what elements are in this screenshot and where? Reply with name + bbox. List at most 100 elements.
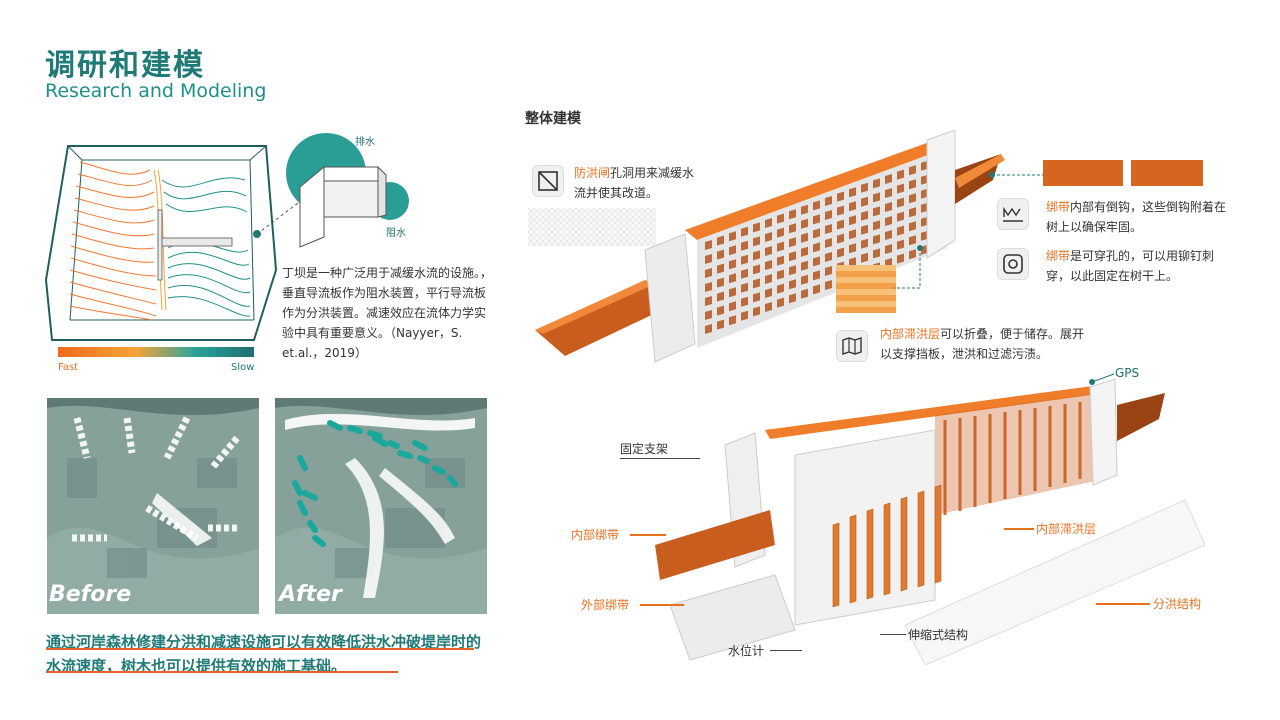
grid-hole [885,174,892,184]
page-subtitle: Research and Modeling [45,80,267,102]
grid-hole [813,284,820,295]
strap-sample-2 [1131,160,1203,186]
grid-hole [753,264,760,275]
grid-hole [885,230,892,240]
gate-icon [532,165,564,197]
grid-hole [801,218,808,229]
speed-legend-bar [58,347,254,357]
outer-strap-leader [640,604,684,606]
modeling-section-title: 整体建模 [525,111,581,127]
grid-hole [717,235,724,246]
fold-map-icon [836,330,868,362]
grid-hole [861,182,868,193]
grid-hole [909,249,916,260]
grid-hole [705,324,712,334]
grid-hole [813,200,820,211]
detention-connector [894,245,923,289]
inner-strap-label: 内部绑带 [571,528,620,542]
strap-sample-1 [1043,160,1123,186]
grid-hole [789,265,796,276]
grid-hole [741,268,748,279]
grid-hole [885,216,892,226]
inner-strap-leader [630,534,666,536]
grid-hole [849,257,856,268]
grid-hole [861,196,868,207]
grid-hole [897,253,904,264]
grid-hole [921,160,928,171]
note-rivet: 绑带是可穿孔的，可以用铆钉刺穿，以此固定在树干上。 [1046,246,1236,286]
diversion-label: 分洪结构 [1153,597,1202,611]
grid-hole [897,211,904,222]
grid-hole [909,165,916,176]
grid-hole [921,174,928,185]
grid-hole [813,228,820,239]
grid-hole [837,205,844,216]
grid-hole [909,193,916,204]
assembled-model-render [535,130,1005,363]
grid-hole [861,238,868,249]
grid-hole [729,245,736,256]
grid-hole [741,226,748,237]
grid-hole [789,251,796,262]
grid-hole [765,288,772,298]
map-before: Before [47,398,259,614]
strap-gap [1123,160,1131,186]
grid-hole [705,240,712,250]
grid-hole [765,246,772,256]
grid-hole [849,187,856,198]
fixed-bracket-leader [620,458,700,459]
grid-hole [873,234,880,245]
grid-hole [741,282,748,293]
grid-hole [705,282,712,292]
grid-hole [729,231,736,242]
grid-hole [909,179,916,190]
caption-underline-1 [46,648,474,650]
after-label: After [279,582,342,607]
grid-hole [861,224,868,235]
note-detention-text: 可以折叠，便于储存。展开以支撑挡板，泄洪和过滤污渍。 [880,327,1085,361]
grid-hole [717,305,724,316]
telescopic-leader [880,634,906,635]
grid-hole [921,230,928,241]
grid-hole [729,259,736,270]
grid-hole [741,240,748,251]
grid-hole [789,293,796,304]
grid-hole [765,274,772,284]
grid-hole [909,235,916,246]
grid-hole [873,178,880,189]
telescopic-label: 伸缩式结构 [908,628,969,642]
grid-hole [753,278,760,289]
grid-hole [729,287,736,298]
grid-hole [873,206,880,217]
map-after: After [275,398,487,614]
exploded-model-render [655,378,1206,665]
grid-hole [717,291,724,302]
grid-hole [717,277,724,288]
note-hook-text: 内部有倒钩，这些倒钩附着在树上以确保牢固。 [1046,200,1227,234]
grid-hole [741,296,748,307]
grid-hole [885,202,892,212]
grid-hole [789,237,796,248]
drain-label: 排水 [355,137,375,148]
grid-hole [825,210,832,220]
grid-hole [861,210,868,221]
grid-hole [897,183,904,194]
outer-strap-label: 外部绑带 [581,598,630,612]
diversion-leader [1096,603,1150,605]
before-label: Before [49,582,132,607]
note-gate: 防洪闸孔洞用来减缓水流并使其改道。 [574,163,699,203]
grid-hole [849,243,856,254]
grid-hole [885,244,892,254]
grid-hole [825,196,832,206]
grid-hole [765,260,772,270]
rivet-icon [997,248,1029,280]
grid-hole [717,263,724,274]
strap-connector [989,172,1044,178]
grid-hole [825,252,832,262]
grid-hole [837,191,844,202]
note-gate-highlight: 防洪闸 [574,166,611,180]
grid-hole [729,301,736,312]
grid-hole [753,250,760,261]
legend-fast-label: Fast [58,362,79,373]
grid-hole [705,310,712,320]
